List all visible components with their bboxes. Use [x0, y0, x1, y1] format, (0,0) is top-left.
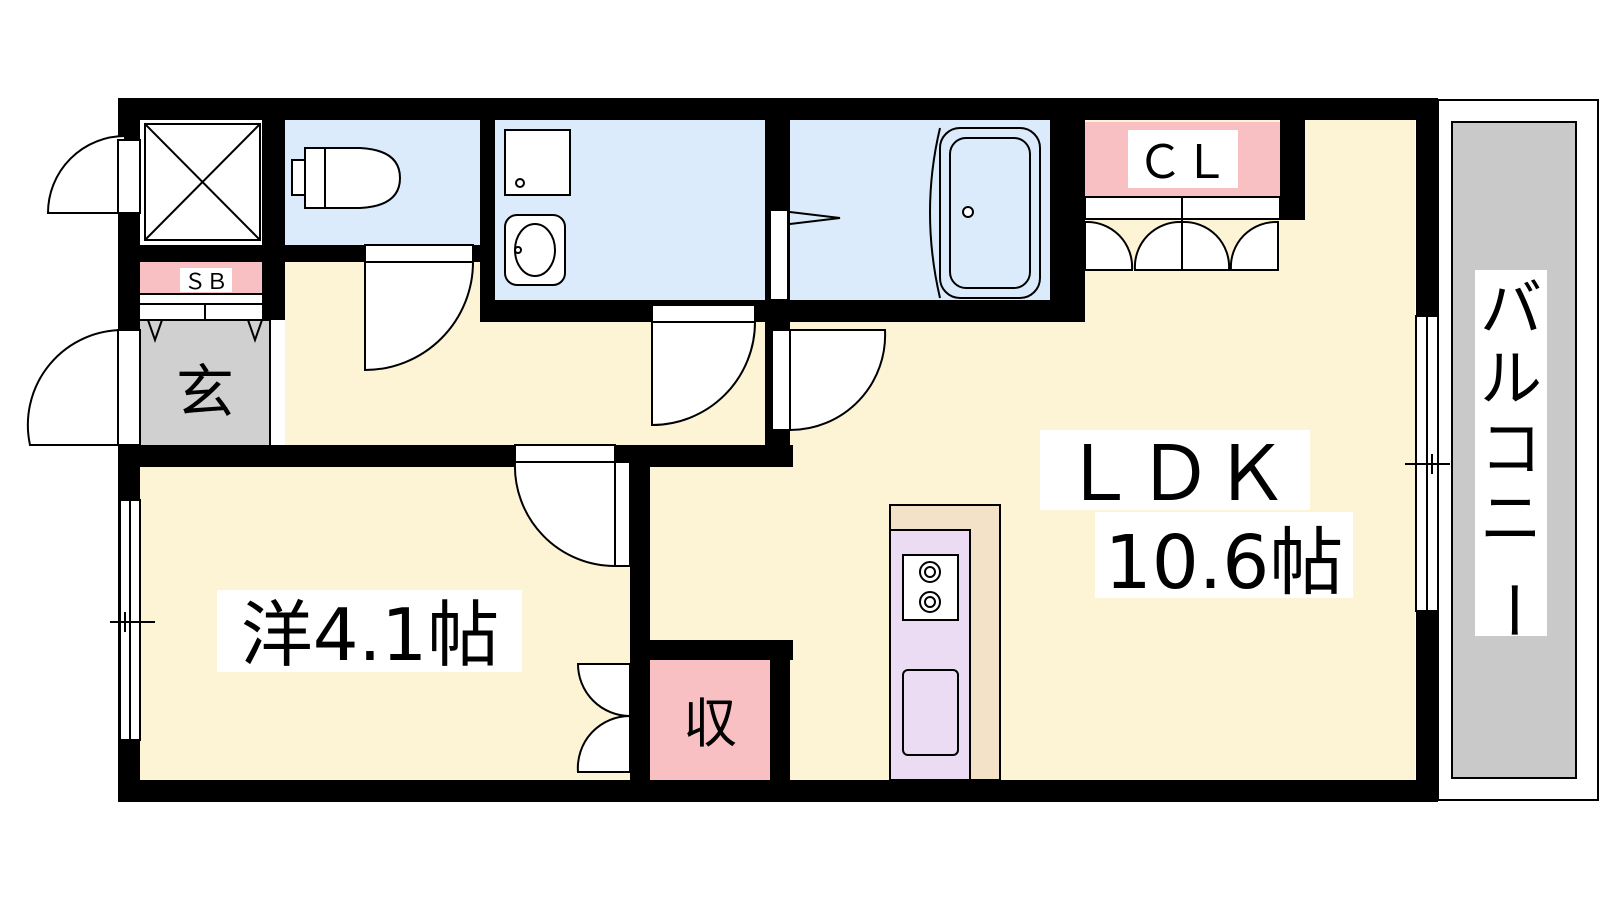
labels: ＣＬ ＳＢ 玄 ＬＤＫ 10.6帖 洋4.1帖 収 バ ル コ ニ ー	[176, 135, 1549, 755]
toilet-fixture	[291, 147, 402, 209]
balcony-label-5: ー	[1476, 579, 1549, 641]
kitchen-sink	[902, 669, 959, 756]
balcony-label-3: コ	[1480, 412, 1542, 485]
outer-door	[46, 134, 126, 214]
wall-bath-right	[1050, 120, 1085, 322]
kitchen-fixtures	[889, 504, 1001, 781]
storage-floor	[650, 660, 770, 780]
balcony-label-1: バ	[1480, 272, 1542, 345]
entrance-floor	[140, 320, 270, 445]
wall-top	[118, 98, 1438, 120]
windows	[110, 139, 1450, 741]
toilet-door	[364, 261, 475, 372]
wall-storage-top	[630, 640, 793, 660]
ldk-name-label: ＬＤＫ	[1061, 429, 1289, 518]
balcony-label-4: ニ	[1480, 482, 1542, 555]
balcony-label-2: ル	[1480, 342, 1542, 415]
washroom-fixtures	[504, 129, 571, 286]
bathroom-fixtures	[789, 127, 1041, 299]
label-backgrounds	[180, 130, 1547, 672]
balcony-label-5-group: ー	[1476, 579, 1549, 641]
sb-label: ＳＢ	[184, 270, 228, 295]
western-room-label: 洋4.1帖	[241, 593, 500, 677]
closet-doors	[1084, 196, 1281, 271]
washer-pan	[504, 129, 571, 196]
wall-toilet-right	[480, 120, 495, 322]
ldk-door	[789, 329, 887, 432]
ldk-floor-lower	[645, 460, 785, 640]
entry-fixtures	[140, 123, 271, 445]
door-gap-front	[117, 329, 141, 446]
gap-wash-bath	[769, 209, 789, 301]
storage-label: 収	[683, 692, 737, 755]
washroom-door	[651, 321, 757, 427]
doors	[26, 134, 887, 773]
wall-storage-right	[770, 640, 790, 800]
wall-room-right	[630, 445, 650, 780]
ldk-size-label: 10.6帖	[1105, 520, 1344, 606]
closet-label: ＣＬ	[1137, 135, 1229, 189]
door-gap-entry	[117, 139, 141, 214]
storage-door-lower	[576, 714, 631, 773]
front-door	[26, 328, 126, 446]
wall-hall-bottom	[118, 445, 793, 467]
entrance-label: 玄	[176, 358, 234, 426]
western-room-door	[513, 461, 616, 568]
wall-cl-right	[1280, 120, 1305, 220]
wall-sb-top	[118, 245, 285, 262]
wall-entry-divider	[262, 120, 285, 320]
